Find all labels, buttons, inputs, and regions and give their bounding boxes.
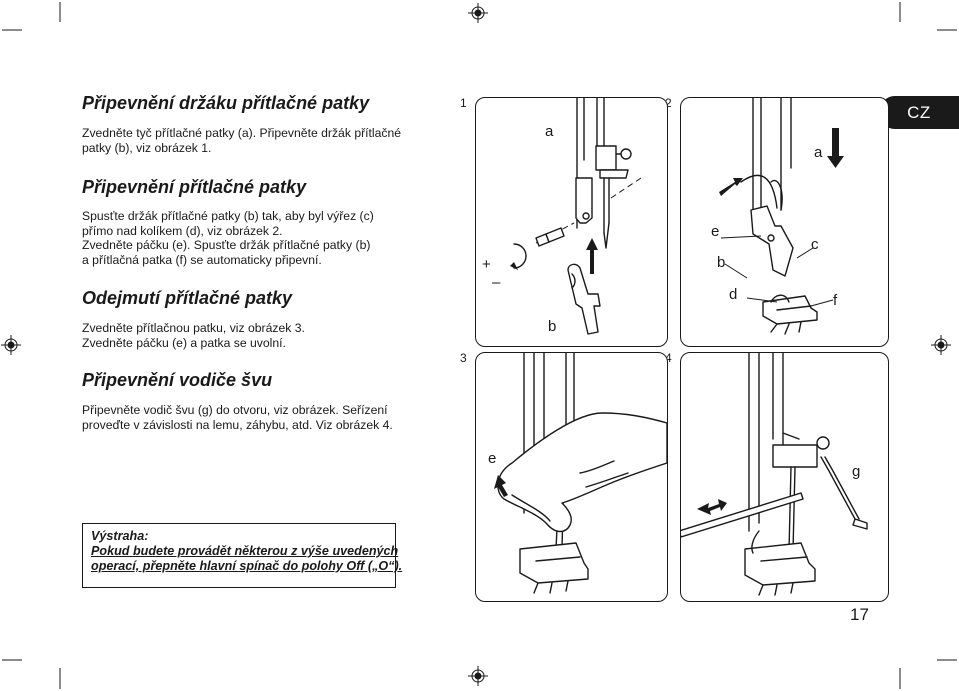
figure-2-label-b: b [717,254,726,271]
figure-1-label-b: b [548,318,557,335]
section-heading-4: Připevnění vodiče švu [82,370,273,390]
figure-2-label-f: f [833,292,838,309]
figure-3-panel: e [475,352,668,602]
figure-1-label-minus: – [492,274,501,291]
figure-1-panel: a b + – [475,97,668,347]
figure-1-label-a: a [545,123,554,140]
figure-number-1: 1 [460,96,467,110]
figure-2-label-c: c [811,236,819,253]
figure-2-label-d: d [729,286,738,303]
presser-foot-illustration [719,98,844,335]
section-text-4: Připevněte vodič švu (g) do otvoru, viz … [82,403,393,432]
figure-1-label-plus: + [482,256,491,273]
figure-2-label-a: a [814,144,823,161]
warning-line-1: Pokud budete provádět některou z výše uv… [91,544,399,558]
registration-mark-right [931,335,951,355]
section-heading-3: Odejmutí přítlačné patky [82,288,293,308]
warning-line-2: operací, přepněte hlavní spínač do poloh… [91,559,403,573]
figure-4-panel: g [680,352,889,602]
language-tab: CZ [879,96,959,129]
page-number: 17 [850,605,869,624]
figure-3-label-e: e [488,450,497,467]
presser-bar-illustration [510,98,642,335]
remove-foot-illustration [494,353,667,594]
registration-mark-bottom [468,666,488,686]
registration-mark-top [468,3,488,23]
figure-number-3: 3 [460,351,467,365]
seam-guide-illustration [681,353,868,596]
figure-number-2: 2 [665,96,672,110]
section-text-3: Zvedněte přítlačnou patku, viz obrázek 3… [82,321,305,350]
section-heading-1: Připevnění držáku přítlačné patky [82,93,370,113]
figure-number-4: 4 [665,351,672,365]
section-text-1: Zvedněte tyč přítlačné patky (a). Připev… [82,126,402,155]
figure-2-label-e: e [711,223,720,240]
warning-box: Výstraha: Pokud budete provádět některou… [82,523,402,588]
registration-mark-left [1,335,21,355]
warning-title: Výstraha: [91,529,149,543]
figure-4-label-g: g [852,463,861,480]
figure-2-panel: a e c b d f [680,97,889,347]
section-text-2: Spusťte držák přítlačné patky (b) tak, a… [82,209,374,267]
section-heading-2: Připevnění přítlačné patky [82,177,307,197]
